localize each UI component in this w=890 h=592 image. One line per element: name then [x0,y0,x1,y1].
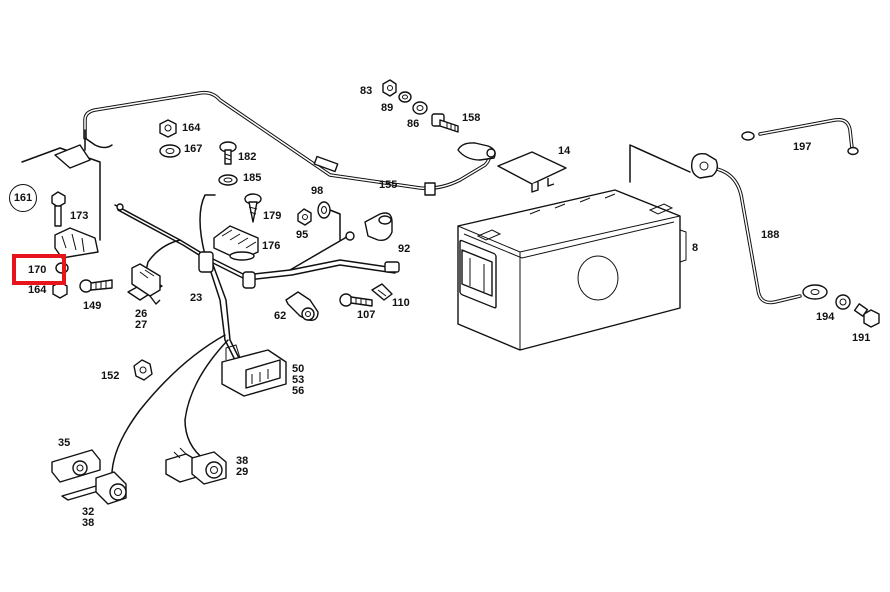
cover-14 [497,151,567,193]
positive-cable-155 [83,90,496,196]
part-label-170: 170 [28,264,47,276]
part-label-95: 95 [296,229,309,241]
part-label-26: 26 [135,308,148,320]
part-label-38-bottom: 38 [82,517,95,529]
bolt-173 [51,191,66,227]
part-label-110: 110 [392,297,410,309]
part-label-50: 50 [292,363,305,375]
washer-194 [835,294,851,310]
highlight-box-170[interactable] [12,254,66,285]
part-label-92: 92 [398,243,411,255]
bolt-191 [853,303,880,328]
nut-83 [382,79,397,97]
washer-185 [218,174,238,186]
part-label-35: 35 [58,437,71,449]
part-label-8: 8 [692,242,699,254]
terminal-block-176 [213,225,259,261]
screw-179 [244,193,262,223]
screw-149 [79,279,113,293]
part-label-191: 191 [852,332,871,344]
stud-158 [431,113,459,133]
washer-86 [412,101,428,115]
part-label-107: 107 [357,309,376,321]
part-label-86: 86 [407,118,420,130]
nut-164 [159,119,177,138]
callout-circle-161: 161 [9,184,37,212]
connector-50-53-56 [221,344,287,397]
part-label-197: 197 [793,141,812,153]
screw-182 [219,141,237,165]
clip-110 [371,283,393,301]
sensor-35 [51,449,103,501]
ground-strap-197 [741,117,859,156]
sensor-38-29 [165,447,227,485]
part-label-155: 155 [379,179,398,191]
part-label-176: 176 [262,240,281,252]
part-label-179: 179 [263,210,282,222]
washer-89 [398,91,412,103]
wiring-harness [84,129,400,481]
part-label-194: 194 [816,311,835,323]
part-label-149: 149 [83,300,102,312]
nut-95 [297,208,312,226]
part-label-38-right: 38 [236,455,249,467]
screw-107 [339,293,373,307]
part-label-188: 188 [761,229,780,241]
bracket-26-27 [127,263,163,305]
part-label-29: 29 [236,466,249,478]
nut-152 [133,359,153,381]
part-label-27: 27 [135,319,148,331]
part-label-98: 98 [311,185,324,197]
terminal-boot-92 [364,212,393,242]
part-label-23: 23 [190,292,203,304]
part-label-164-left: 164 [28,284,47,296]
clamp-62 [285,291,319,322]
part-label-56: 56 [292,385,305,397]
part-label-62: 62 [274,310,287,322]
part-label-158: 158 [462,112,481,124]
part-label-173: 173 [70,210,89,222]
part-label-167: 167 [184,143,203,155]
part-label-185: 185 [243,172,262,184]
sensor-32-38 [95,471,127,505]
part-label-32: 32 [82,506,95,518]
washer-98 [317,201,331,219]
washer-167 [159,144,181,158]
part-label-83: 83 [360,85,373,97]
part-label-182: 182 [238,151,257,163]
part-label-14: 14 [558,145,571,157]
part-label-164-top: 164 [182,122,201,134]
part-label-152: 152 [101,370,120,382]
battery-8 [457,144,691,351]
part-label-53: 53 [292,374,305,386]
battery-cable-188 [690,152,828,305]
part-label-89: 89 [381,102,394,114]
mounting-bracket [21,144,101,259]
